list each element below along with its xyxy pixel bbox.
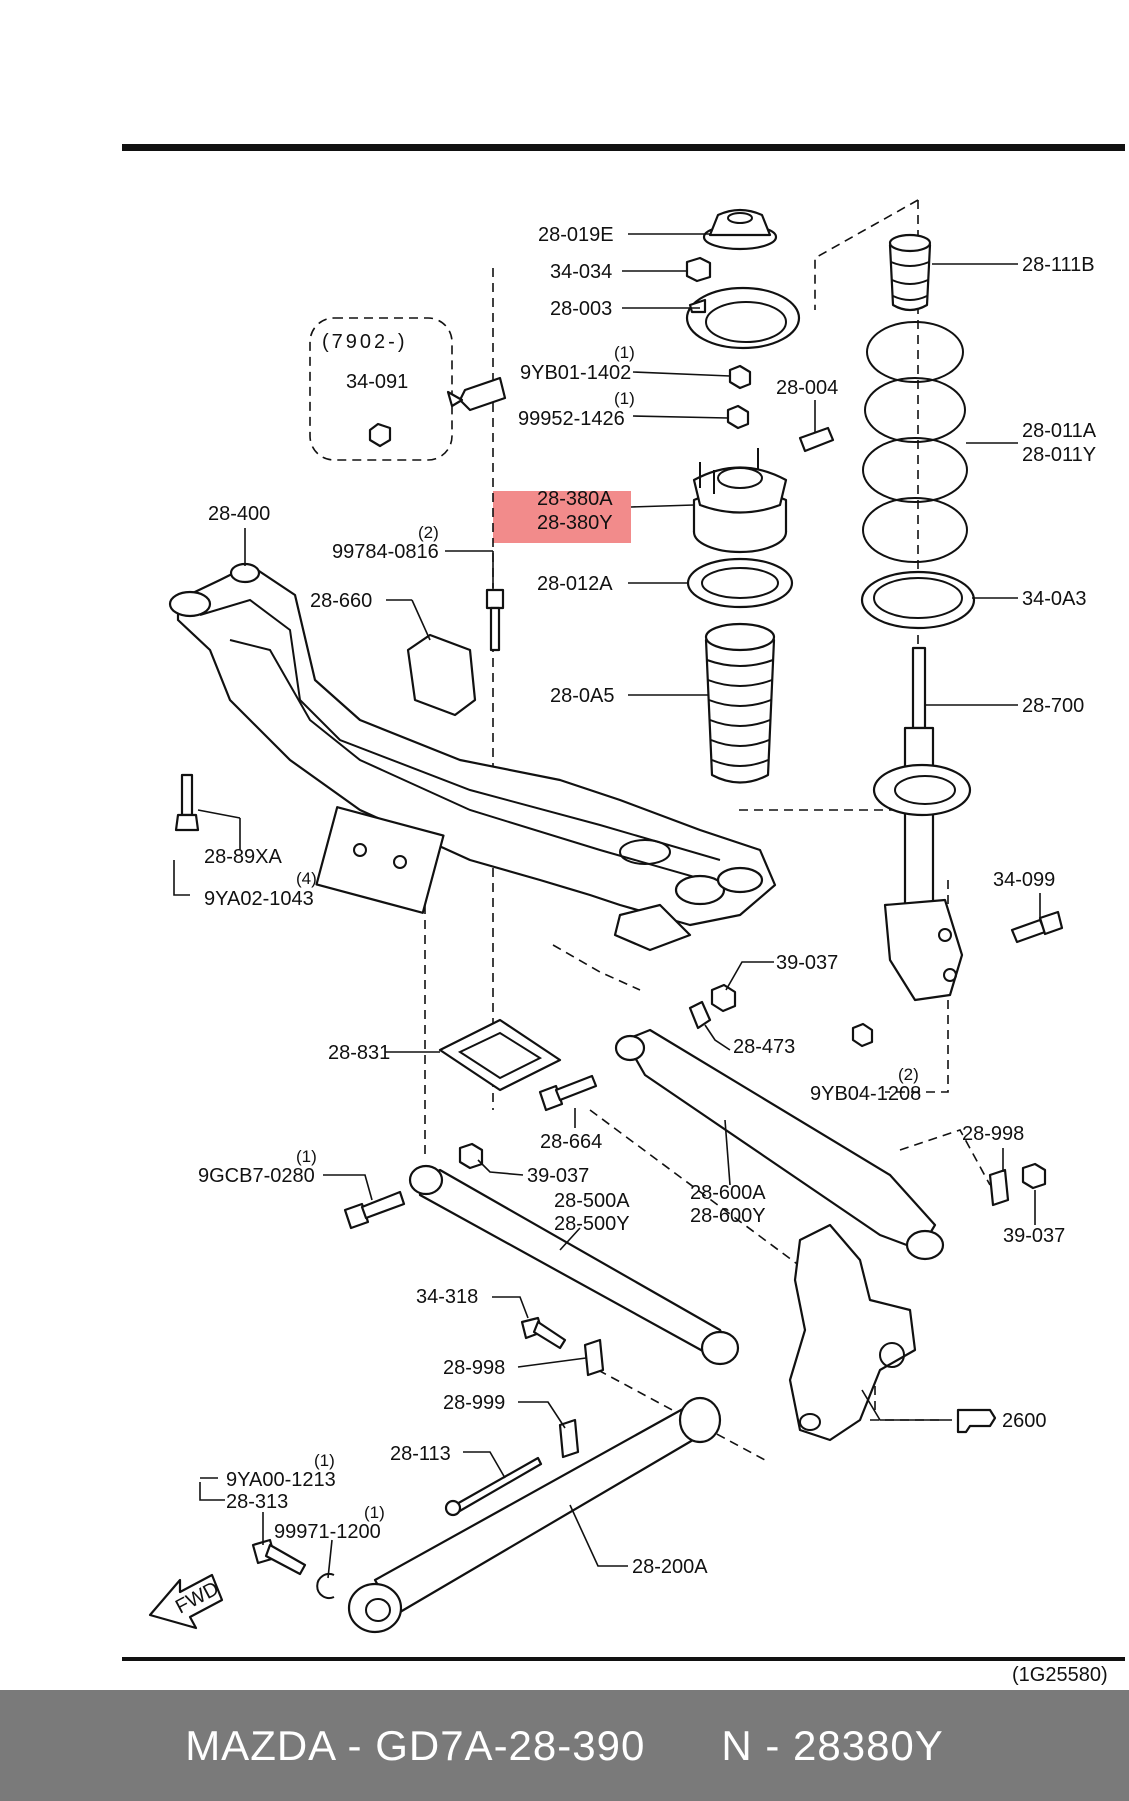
label-28-200A: 28-200A [632, 1556, 708, 1578]
qty-9YA02-1043: (4) [296, 869, 317, 888]
part-number-footer: MAZDA - GD7A-28-390 N - 28380Y [0, 1690, 1129, 1801]
label-9GCB7-0280: 9GCB7-0280 [198, 1165, 315, 1187]
link-28-500A [408, 1164, 740, 1366]
highlight-box [493, 491, 631, 543]
label-28-500A: 28-500A [554, 1190, 630, 1212]
label-28-89XA: 28-89XA [204, 846, 282, 868]
label-28-660: 28-660 [310, 590, 372, 612]
qty-99952-1426: (1) [614, 389, 635, 408]
label-34-099: 34-099 [993, 869, 1055, 891]
label-28-111B: 28-111B [1022, 254, 1095, 276]
bolt-9GCB7 [343, 1190, 406, 1230]
label-28-998-a: 28-998 [962, 1123, 1024, 1145]
label-39-037-b: 39-037 [1003, 1225, 1065, 1247]
bolt-99784 [485, 588, 505, 652]
part-labels: 28-019E 34-034 28-003 (1) 9YB01-1402 (1)… [172, 224, 1108, 1686]
strut-mount-parts [685, 208, 835, 784]
label-28-500Y: 28-500Y [554, 1213, 630, 1235]
arm-28-200A [347, 1396, 722, 1634]
label-39-037-a: 39-037 [776, 952, 838, 974]
label-28-003: 28-003 [550, 298, 612, 320]
label-34-034: 34-034 [550, 261, 612, 283]
label-28-011A: 28-011A [1022, 420, 1097, 442]
knuckle-2600 [788, 1223, 917, 1442]
label-28-313: 28-313 [226, 1491, 288, 1513]
label-28-999: 28-999 [443, 1392, 505, 1414]
parts-diagram: 28-019E 34-034 28-003 (1) 9YB01-1402 (1)… [122, 144, 1125, 1686]
bolt-28-89XA [174, 773, 200, 832]
qty-9GCB7-0280: (1) [296, 1147, 317, 1166]
nut-39-037-c [458, 1142, 484, 1170]
label-28-600Y: 28-600Y [690, 1205, 766, 1227]
crossmember [168, 562, 777, 952]
label-34-0A3: 34-0A3 [1022, 588, 1087, 610]
nut-39-037-b [1021, 1162, 1047, 1190]
plate-28-999 [558, 1418, 580, 1459]
label-39-037-c: 39-037 [527, 1165, 589, 1187]
label-28-012A: 28-012A [537, 573, 613, 595]
label-28-473: 28-473 [733, 1036, 795, 1058]
plate-28-998-a [988, 1168, 1010, 1207]
rod-28-113 [444, 1456, 543, 1517]
bolt-9YA00 [251, 1538, 307, 1576]
spring-shock-parts [860, 233, 1064, 1002]
fwd-arrow [148, 1573, 224, 1630]
bolt-34-318 [520, 1316, 567, 1350]
plate-28-998-b [583, 1338, 605, 1377]
label-9YA02-1043: 9YA02-1043 [204, 888, 314, 910]
leader-lines [173, 233, 1041, 1579]
inset-7902 [309, 317, 507, 461]
label-28-004: 28-004 [776, 377, 838, 399]
qty-9YA00-1213: (1) [314, 1451, 335, 1470]
link-28-600A [614, 1028, 945, 1261]
label-9YA00-1213: 9YA00-1213 [226, 1469, 336, 1491]
label-28-0A5: 28-0A5 [550, 685, 615, 707]
label-28-998-b: 28-998 [443, 1357, 505, 1379]
qty-9YB04-1208: (2) [898, 1065, 919, 1084]
snap-ring-99971 [316, 1573, 335, 1599]
label-28-700: 28-700 [1022, 695, 1084, 717]
label-28-664: 28-664 [540, 1131, 602, 1153]
label-28-400: 28-400 [208, 503, 270, 525]
top-rule [122, 144, 1125, 151]
bolt-28-664 [538, 1074, 598, 1112]
label-99971-1200: 99971-1200 [274, 1521, 381, 1543]
washer-28-473 [688, 1000, 712, 1030]
label-9YB01-1402: 9YB01-1402 [520, 362, 631, 384]
label-99952-1426: 99952-1426 [518, 408, 625, 430]
label-2600: 2600 [1002, 1410, 1047, 1432]
label-28-019E: 28-019E [538, 224, 614, 246]
label-28-380A: 28-380A [537, 488, 613, 510]
label-28-011Y: 28-011Y [1022, 444, 1096, 466]
label-28-600A: 28-600A [690, 1182, 766, 1204]
pointing-hand-icon [956, 1408, 997, 1434]
qty-9YB01-1402: (1) [614, 343, 635, 362]
bracket-28-831 [438, 1018, 562, 1092]
bottom-rule [122, 1657, 1125, 1661]
qty-99971-1200: (1) [364, 1503, 385, 1522]
qty-99784-0816: (2) [418, 523, 439, 542]
label-34-318: 34-318 [416, 1286, 478, 1308]
label-9YB04-1208: 9YB04-1208 [810, 1083, 921, 1105]
mount-28-660 [406, 633, 477, 717]
label-28-113: 28-113 [390, 1443, 451, 1465]
label-28-831: 28-831 [328, 1042, 390, 1064]
label-99784-0816: 99784-0816 [332, 541, 439, 563]
footer-text: MAZDA - GD7A-28-390 N - 28380Y [185, 1721, 944, 1769]
nut-9YB04 [851, 1022, 874, 1048]
reference-code: (1G25580) [1012, 1664, 1108, 1686]
label-7902: (7902-) [322, 331, 407, 353]
label-28-380Y: 28-380Y [537, 512, 613, 534]
nut-39-037-a [710, 983, 737, 1013]
label-34-091: 34-091 [346, 371, 408, 393]
